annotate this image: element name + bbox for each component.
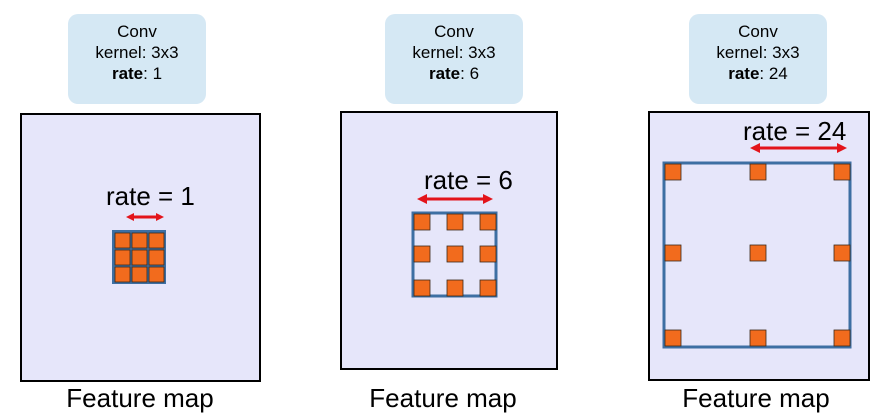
kernel-cell (664, 163, 682, 181)
kernel-cell (479, 279, 497, 297)
kernel-cell (446, 245, 464, 263)
rate-arrow-head-right (156, 213, 164, 221)
kernel-cell (148, 249, 165, 266)
kernel-cell (131, 232, 148, 249)
conv-title: Conv (738, 22, 778, 41)
kernel-cell (131, 266, 148, 283)
feature-map (340, 111, 558, 370)
rate-label: rate = 6 (424, 165, 513, 195)
kernel-cell (446, 213, 464, 231)
conv-title: Conv (117, 22, 157, 41)
kernel-cell (148, 266, 165, 283)
kernel-diagram (112, 213, 166, 284)
kernel-cell (664, 244, 682, 262)
rate-value: : 24 (759, 64, 788, 83)
rate-arrow-head-left (750, 143, 760, 153)
rate-key: rate (428, 64, 461, 83)
kernel-cell (413, 213, 431, 231)
rate-value: : 1 (143, 64, 163, 83)
feature-map-caption: Feature map (682, 383, 830, 413)
rate-label: rate = 24 (743, 116, 847, 146)
kernel-cell (664, 329, 682, 347)
rate-text: rate: 24 (689, 63, 827, 84)
rate-value: : 6 (460, 64, 480, 83)
kernel-cell (833, 329, 851, 347)
kernel-cell (749, 329, 767, 347)
kernel-cell (833, 244, 851, 262)
conv-label-box: Conv kernel: 3x3 rate: 24 (689, 14, 827, 104)
rate-key: rate (111, 64, 144, 83)
rate-text: rate: 6 (385, 63, 523, 84)
feature-map-caption: Feature map (66, 383, 214, 413)
feature-map-caption: Feature map (369, 383, 517, 413)
kernel-cell (446, 279, 464, 297)
rate-arrow-head-left (126, 213, 134, 221)
kernel-cell (479, 213, 497, 231)
kernel-cell (833, 163, 851, 181)
kernel-cell (131, 249, 148, 266)
rate-arrow-head-left (417, 194, 427, 204)
kernel-cell (413, 245, 431, 263)
rate-label: rate = 1 (106, 181, 195, 211)
kernel-cell (148, 232, 165, 249)
kernel-cell (749, 244, 767, 262)
kernel-cell (114, 232, 131, 249)
conv-label-box: Conv kernel: 3x3 rate: 6 (385, 14, 523, 104)
kernel-size-text: kernel: 3x3 (716, 43, 800, 62)
kernel-cell (114, 266, 131, 283)
kernel-size-text: kernel: 3x3 (95, 43, 179, 62)
kernel-cell (479, 245, 497, 263)
rate-arrow-head-right (483, 194, 493, 204)
rate-text: rate: 1 (68, 63, 206, 84)
kernel-cell (114, 249, 131, 266)
kernel-cell (749, 163, 767, 181)
rate-key: rate (728, 64, 760, 83)
kernel-size-text: kernel: 3x3 (412, 43, 496, 62)
rate-arrow-head-right (837, 143, 847, 153)
conv-label-box: Conv kernel: 3x3 rate: 1 (68, 14, 206, 104)
conv-title: Conv (434, 22, 474, 41)
kernel-cell (413, 279, 431, 297)
